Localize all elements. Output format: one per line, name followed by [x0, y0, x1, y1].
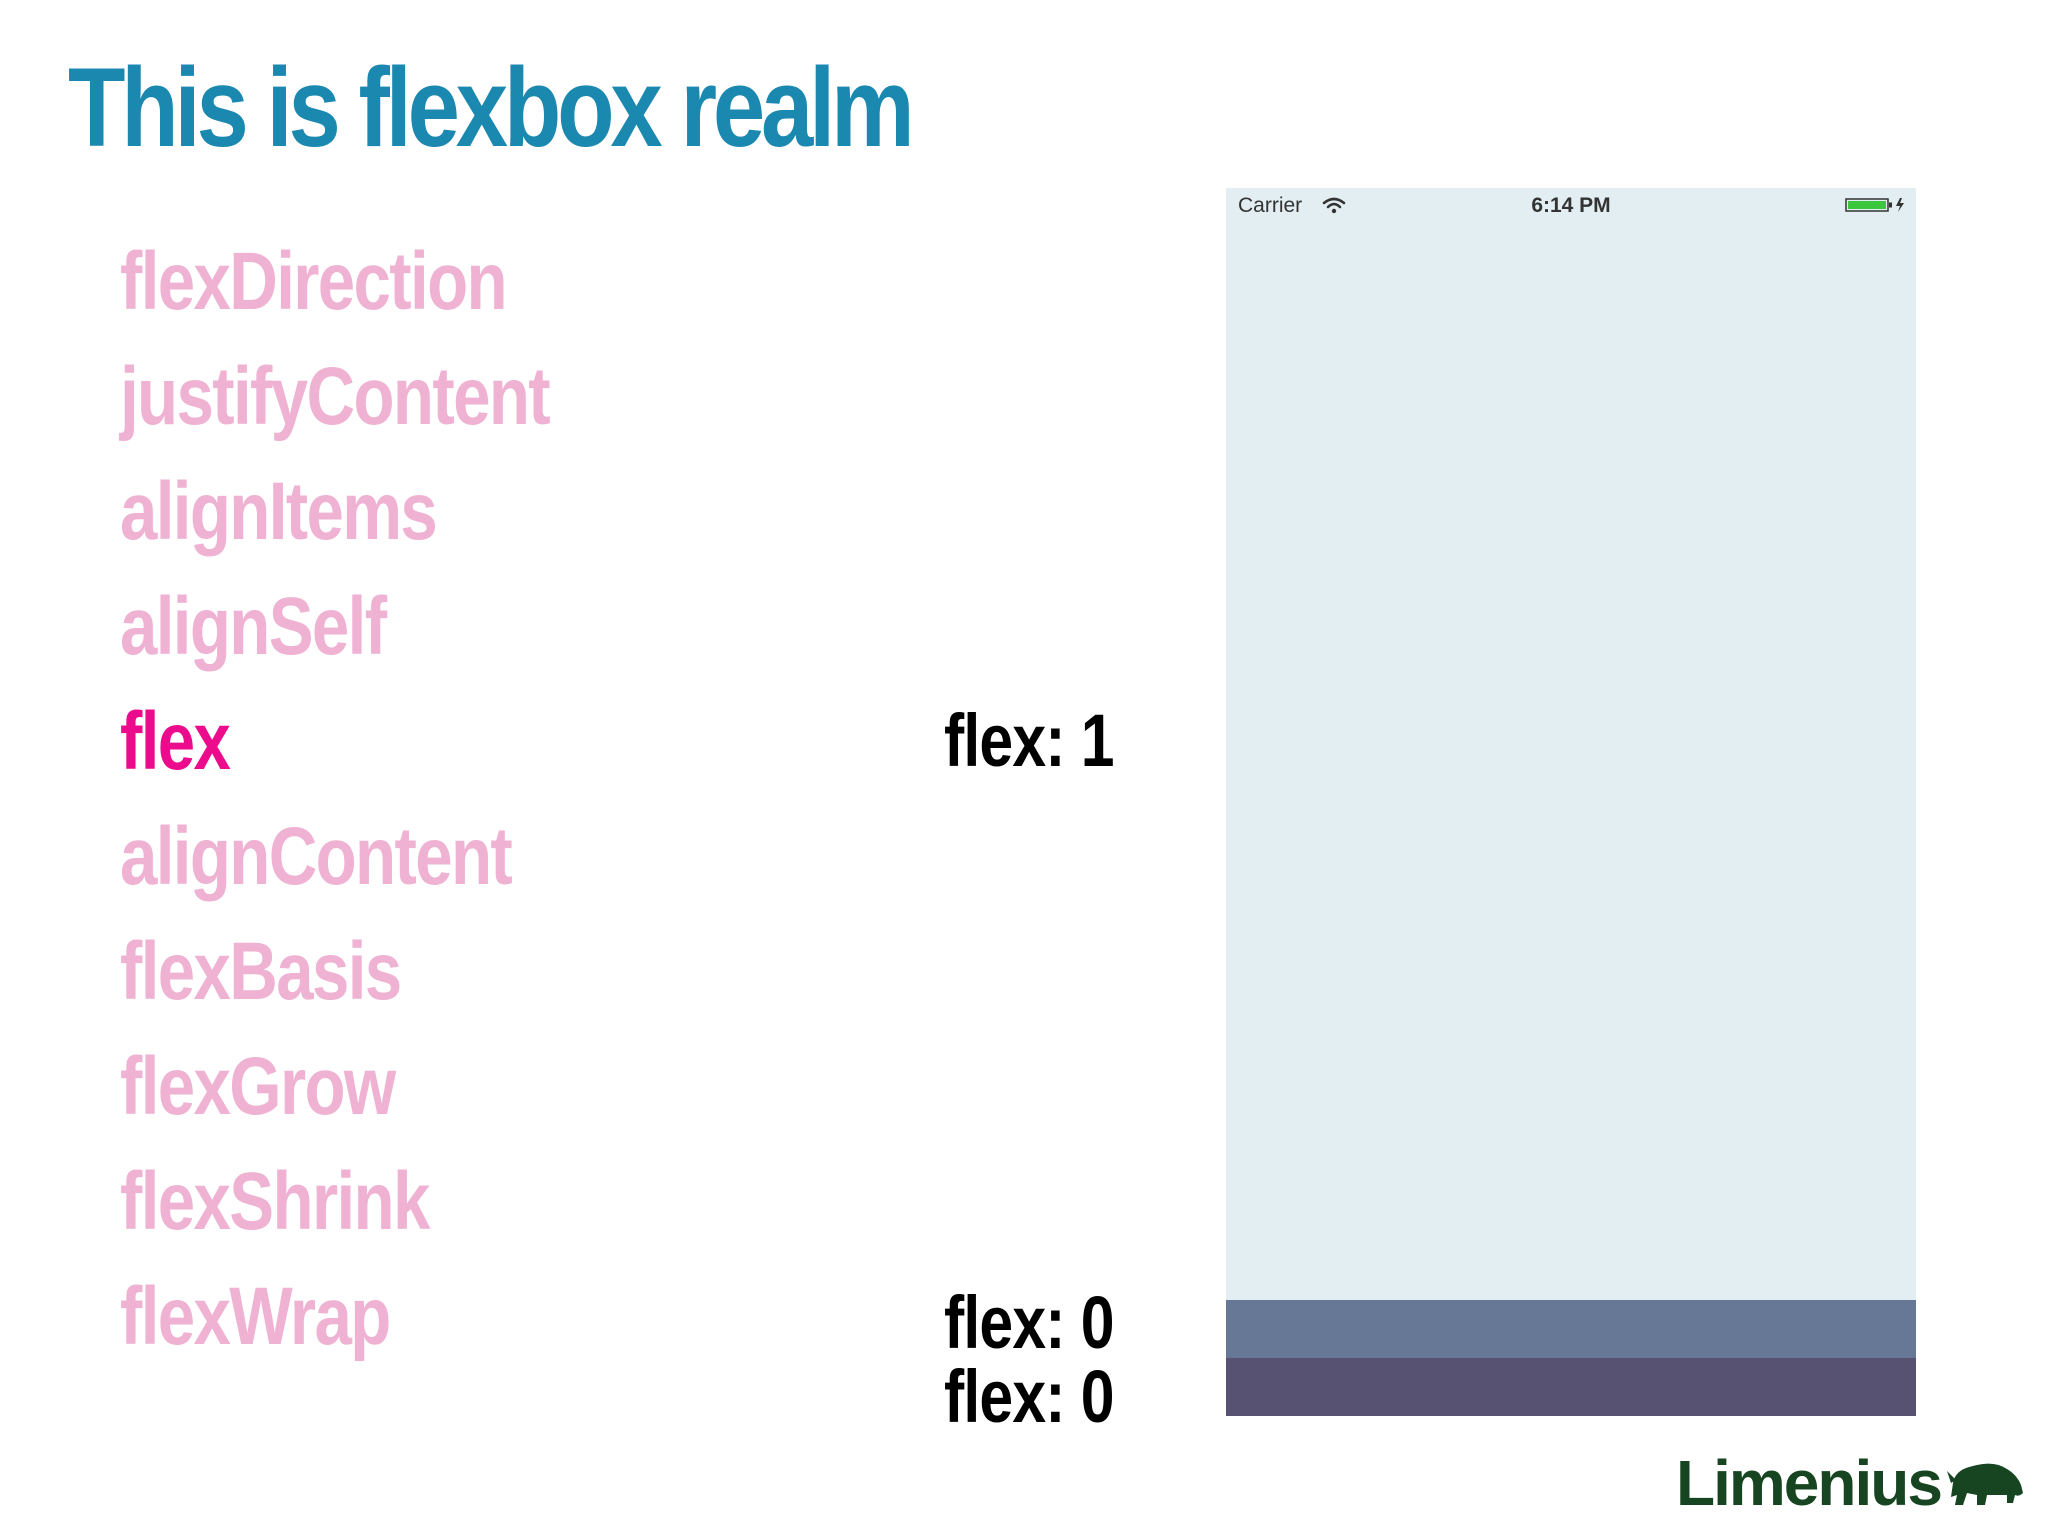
limenius-logo: Limenius	[1676, 1448, 2025, 1518]
property-align-self: alignSelf	[120, 581, 387, 672]
status-bar: Carrier 6:14 PM	[1226, 188, 1916, 224]
property-align-items: alignItems	[120, 466, 438, 557]
property-flex: flex	[120, 696, 231, 787]
logo-text: Limenius	[1676, 1447, 1943, 1519]
annotation-main-flex: flex: 1	[944, 699, 1114, 782]
property-flex-shrink: flexShrink	[120, 1156, 430, 1247]
property-justify-content: justifyContent	[120, 351, 551, 442]
flex-zero-box-b	[1226, 1358, 1916, 1416]
flex-one-box	[1226, 224, 1916, 1300]
flex-zero-box-a	[1226, 1300, 1916, 1358]
carrier-label: Carrier	[1238, 194, 1303, 217]
wifi-icon	[1322, 197, 1346, 214]
flexbox-property-list: flexDirection justifyContent alignItems …	[120, 232, 643, 1382]
annotation-box-b-flex: flex: 0	[944, 1355, 1114, 1438]
status-time: 6:14 PM	[1531, 194, 1611, 217]
slide-title: This is flexbox realm	[68, 45, 915, 170]
battery-icon	[1845, 198, 1904, 212]
property-flex-grow: flexGrow	[120, 1041, 396, 1132]
property-flex-direction: flexDirection	[120, 236, 508, 327]
annotation-box-a-flex: flex: 0	[944, 1281, 1114, 1364]
property-flex-wrap: flexWrap	[120, 1271, 391, 1362]
rhino-icon	[1946, 1463, 2023, 1505]
phone-simulator-screen: Carrier 6:14 PM	[1226, 188, 1916, 1416]
property-flex-basis: flexBasis	[120, 926, 402, 1017]
property-align-content: alignContent	[120, 811, 513, 902]
